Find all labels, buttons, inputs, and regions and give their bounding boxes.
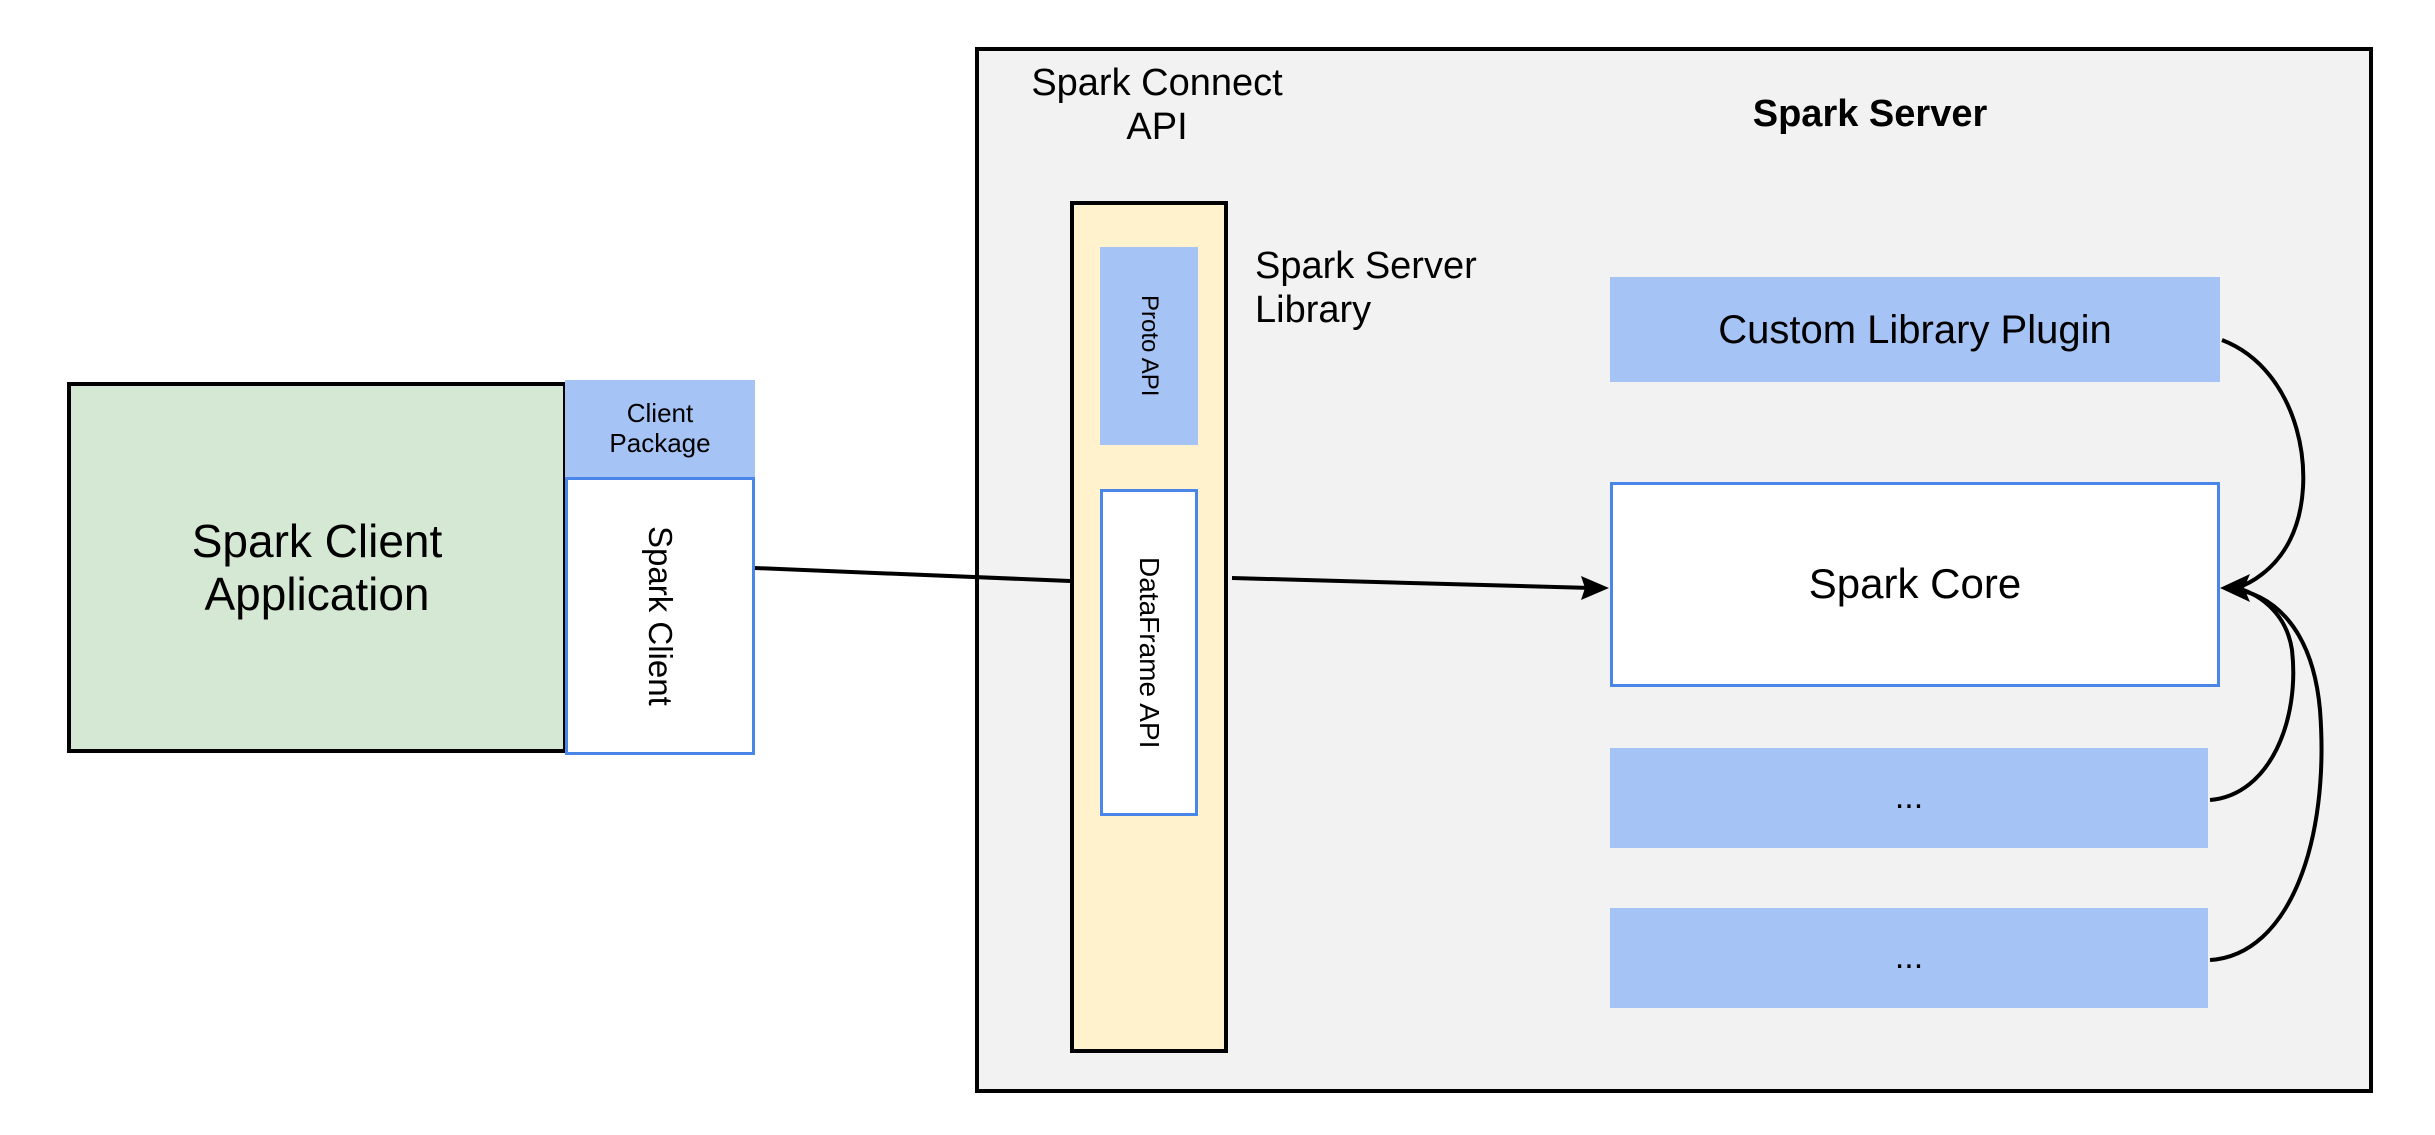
proto-api-box: Proto API: [1100, 247, 1198, 445]
client-package-label: Client Package: [609, 397, 711, 458]
spark-client-label: Spark Client: [641, 526, 679, 706]
spark-server-library-label: Spark Server Library: [1255, 245, 1477, 331]
spark-core-box: Spark Core: [1610, 482, 2220, 687]
proto-api-label: Proto API: [1135, 295, 1163, 397]
custom-library-plugin-box: Custom Library Plugin: [1610, 277, 2220, 382]
client-package-box: Client Package: [565, 380, 755, 477]
dataframe-api-label: DataFrame API: [1134, 556, 1166, 749]
spark-client-application-box: Spark Client Application: [67, 382, 567, 753]
spark-client-application-label: Spark Client Application: [191, 514, 443, 620]
spark-server-title: Spark Server: [1752, 93, 1988, 136]
ellipsis-box-2: ...: [1610, 908, 2208, 1008]
spark-client-box: Spark Client: [565, 477, 755, 755]
ellipsis-box-1: ...: [1610, 748, 2208, 848]
spark-connect-api-label: Spark Connect API: [1031, 62, 1283, 148]
dataframe-api-box: DataFrame API: [1100, 489, 1198, 816]
